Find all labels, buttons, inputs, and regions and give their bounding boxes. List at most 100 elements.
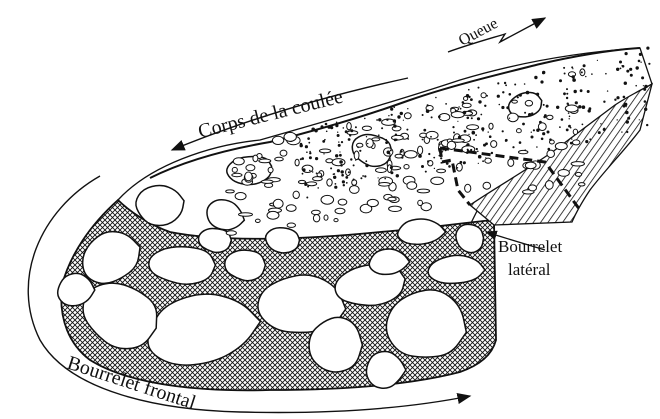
sediment-dot	[457, 167, 459, 169]
sediment-dot	[338, 144, 341, 147]
pebble	[317, 173, 322, 177]
pebble	[426, 131, 438, 139]
sediment-dot	[549, 138, 552, 141]
sediment-dot	[425, 171, 427, 173]
sediment-dot	[569, 116, 571, 118]
sediment-dot	[641, 76, 644, 79]
sediment-dot	[509, 118, 510, 119]
sediment-dot	[478, 163, 479, 164]
sediment-dot	[489, 135, 492, 138]
sediment-dot	[477, 117, 480, 120]
sediment-dot	[466, 143, 469, 146]
pebble	[324, 215, 328, 220]
pebble	[367, 199, 378, 206]
sediment-dot	[435, 97, 437, 99]
sediment-dot	[644, 108, 647, 111]
pebble	[525, 162, 536, 169]
sediment-dot	[488, 131, 489, 132]
sediment-dot	[355, 160, 356, 161]
sediment-dot	[502, 91, 504, 93]
sediment-dot	[543, 104, 545, 106]
sediment-dot	[585, 76, 586, 77]
sediment-dot	[600, 123, 601, 124]
pebble	[439, 114, 450, 121]
pebble	[298, 180, 305, 183]
pebble	[362, 126, 371, 130]
sediment-dot	[574, 90, 577, 93]
pebble	[233, 158, 244, 165]
sediment-dot	[407, 108, 408, 109]
sediment-dot	[471, 117, 473, 119]
sediment-dot	[621, 131, 622, 132]
sediment-dot	[541, 138, 544, 141]
sediment-dot	[350, 129, 353, 132]
sediment-dot	[365, 164, 368, 167]
sediment-dot	[626, 120, 629, 123]
sediment-dot	[519, 141, 522, 144]
sediment-dot	[567, 103, 569, 105]
sediment-dot	[540, 80, 543, 83]
sediment-dot	[561, 118, 564, 121]
pebble	[388, 197, 396, 201]
sediment-dot	[475, 134, 477, 136]
pebble	[261, 180, 273, 183]
pebble	[272, 136, 283, 144]
sediment-dot	[314, 129, 317, 132]
sediment-dot	[321, 125, 324, 128]
sediment-dot	[588, 109, 591, 112]
pebble	[286, 205, 296, 212]
sediment-dot	[423, 129, 426, 132]
pebble	[268, 167, 273, 172]
sediment-dot	[635, 85, 637, 87]
sediment-dot	[501, 106, 504, 109]
sediment-dot	[499, 104, 501, 106]
sediment-dot	[582, 124, 584, 126]
pebble	[575, 172, 581, 176]
sediment-dot	[385, 141, 388, 144]
pebble	[284, 132, 296, 141]
sediment-dot	[333, 173, 335, 175]
sediment-dot	[433, 157, 435, 159]
sediment-dot	[470, 111, 471, 112]
sediment-dot	[548, 148, 551, 151]
pebble	[226, 231, 236, 235]
sediment-dot	[466, 94, 469, 97]
sediment-dot	[460, 161, 463, 164]
sediment-dot	[390, 166, 393, 169]
sediment-dot	[307, 186, 309, 188]
sediment-dot	[390, 171, 393, 174]
sediment-dot	[468, 89, 470, 91]
sediment-dot	[512, 146, 514, 148]
pebble	[376, 168, 387, 173]
sediment-dot	[400, 150, 403, 153]
sediment-dot	[639, 53, 642, 56]
sediment-dot	[390, 149, 392, 151]
sediment-dot	[626, 106, 627, 107]
pebble	[246, 165, 255, 171]
sediment-dot	[422, 114, 424, 116]
sediment-dot	[572, 75, 575, 78]
pebble	[573, 140, 580, 145]
sediment-dot	[509, 93, 512, 96]
sediment-dot	[306, 197, 308, 199]
sediment-dot	[626, 70, 629, 73]
sediment-dot	[463, 162, 465, 164]
sediment-dot	[497, 95, 500, 98]
pebble	[357, 143, 363, 147]
pebble	[508, 159, 514, 166]
sediment-dot	[437, 139, 439, 141]
sediment-dot	[583, 64, 586, 67]
sediment-dot	[339, 154, 342, 157]
sediment-dot	[448, 165, 451, 168]
sediment-dot	[336, 122, 338, 124]
sediment-dot	[315, 157, 318, 160]
sediment-dot	[517, 96, 519, 98]
sediment-dot	[440, 157, 442, 159]
sediment-dot	[563, 67, 565, 69]
sediment-dot	[346, 182, 348, 184]
sediment-dot	[607, 90, 608, 91]
pebble	[226, 190, 235, 193]
sediment-dot	[340, 164, 343, 167]
label-bourrelet-lateral-1: Bourrelet	[498, 237, 562, 256]
